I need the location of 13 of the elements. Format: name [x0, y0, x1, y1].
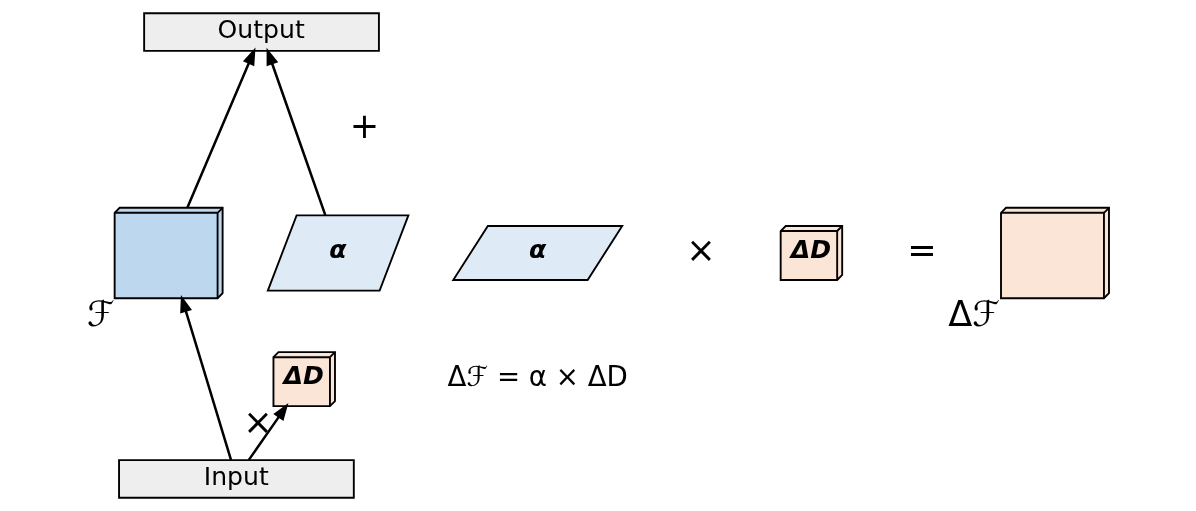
- arrow: [180, 294, 233, 461]
- label: =: [907, 228, 937, 270]
- node-box: Input: [118, 459, 355, 499]
- label: Δℱ = α × ΔD: [447, 360, 628, 394]
- label: ×: [686, 228, 716, 270]
- arrow: [247, 403, 289, 461]
- label: +: [349, 104, 380, 146]
- node-label: ×: [243, 401, 273, 443]
- node-label: ℱ: [87, 293, 115, 335]
- node-label: Δℱ: [948, 293, 1000, 335]
- node-box: Output: [143, 12, 380, 52]
- arrow: [186, 47, 256, 209]
- arrow: [266, 47, 327, 216]
